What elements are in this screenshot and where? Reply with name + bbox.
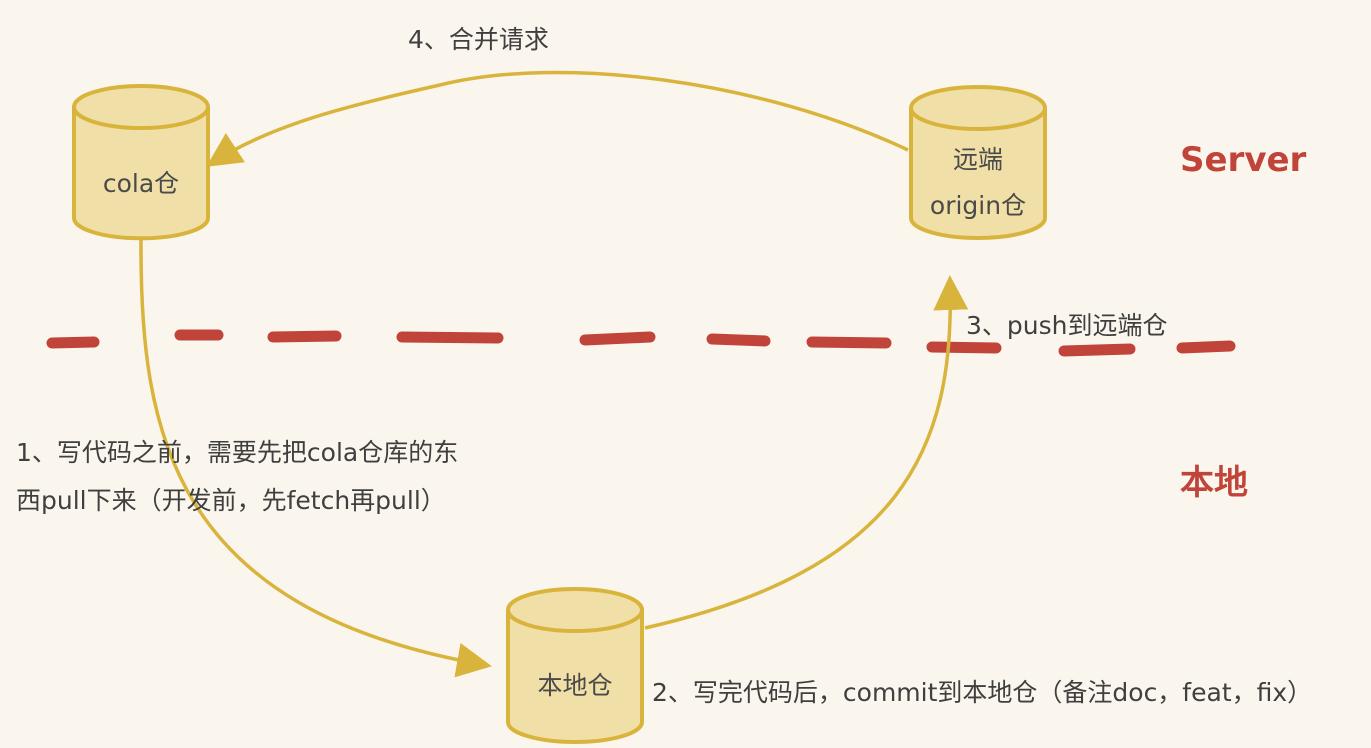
local-repo-label: 本地仓 <box>537 671 613 700</box>
step2-commit-label: 2、写完代码后，commit到本地仓（备注doc，feat，fix） <box>652 678 1313 707</box>
arrow-pull <box>139 239 492 678</box>
server-local-divider <box>46 329 1236 357</box>
step4-merge-request-label: 4、合并请求 <box>408 25 549 54</box>
step1-pull-label-line2: 西pull下来（开发前，先fetch再pull） <box>16 486 446 515</box>
step3-push-label: 3、push到远端仓 <box>966 311 1168 340</box>
origin-repo-label-line1: 远端 <box>952 145 1003 174</box>
cola-repo-cylinder <box>72 84 210 241</box>
server-zone-label: Server <box>1180 140 1307 180</box>
cola-repo-label: cola仓 <box>102 169 180 198</box>
origin-repo-label-line2: origin仓 <box>929 191 1027 220</box>
step1-pull-label-line1: 1、写代码之前，需要先把cola仓库的东 <box>16 438 459 467</box>
arrow-push <box>644 275 969 630</box>
arrow-merge-request <box>206 70 909 167</box>
local-zone-label: 本地 <box>1180 463 1248 503</box>
local-repo-cylinder <box>506 587 644 744</box>
origin-repo-cylinder <box>909 85 1047 240</box>
